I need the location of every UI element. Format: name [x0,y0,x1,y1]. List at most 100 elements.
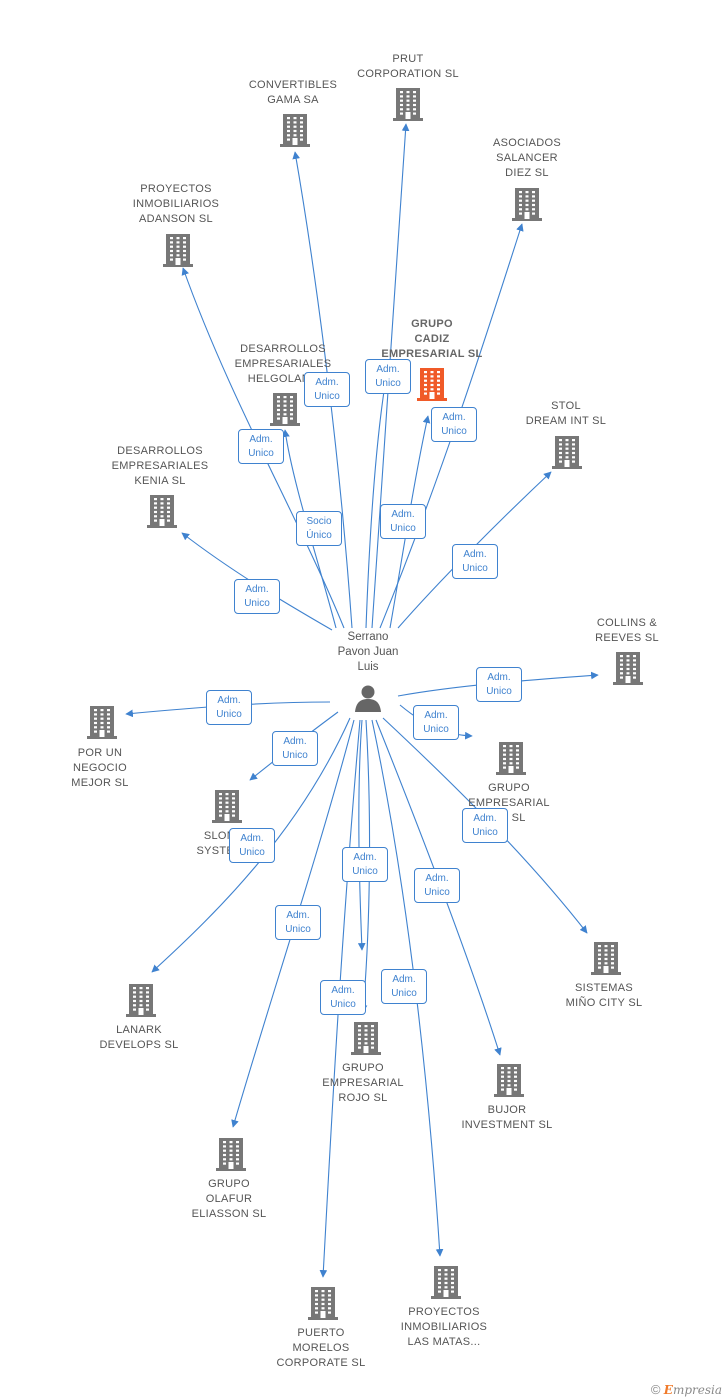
company-name-line: GRUPO [342,1062,384,1074]
relation-role-text: Adm. [376,364,400,375]
building-icon[interactable] [350,1020,382,1061]
company-name-line: SLOM [203,830,237,842]
relation-role-badge[interactable]: Adm.Unico [304,372,350,407]
relation-role-badge[interactable]: Adm.Unico [452,544,498,579]
building-icon[interactable] [430,1264,462,1305]
relation-role-text: Adm. [249,434,273,445]
company-name-line: CORPORATION SL [357,68,459,80]
relation-role-text: Adm. [442,412,466,423]
building-icon[interactable] [269,391,301,432]
company-label-olafur[interactable]: GRUPO OLAFUR ELIASSON SL [154,1177,304,1222]
relation-edge-grupo-cadiz [365,377,389,629]
company-name-line: PROYECTOS [140,183,212,195]
relation-role-text: Unico [314,391,340,402]
relation-role-text: Unico [423,724,449,735]
relation-role-text: Unico [472,827,498,838]
relation-role-badge[interactable]: Adm.Unico [275,905,321,940]
relation-role-text: Unico [239,847,265,858]
company-name-line: CORPORATE SL [276,1357,366,1369]
company-name-line: EMPRESARIALES [111,460,209,472]
company-name-line: MEJOR SL [71,777,129,789]
relation-role-badge[interactable]: Adm.Unico [476,667,522,702]
building-icon[interactable] [551,434,583,475]
relation-edge-lanark [151,717,351,973]
building-icon[interactable] [215,1136,247,1177]
building-icon[interactable] [511,186,543,227]
relation-edge-puerto-morelos [319,719,361,1278]
relation-role-text: Adm. [425,873,449,884]
relation-role-badge[interactable]: Adm.Unico [414,868,460,903]
building-icon[interactable] [279,112,311,153]
relation-role-text: Unico [244,598,270,609]
company-label-collins[interactable]: COLLINS &REEVES SL [552,616,702,646]
company-name-line: EMPRESARIAL SL [381,348,483,360]
company-name-line: PROYECTOS [408,1306,480,1318]
company-name-line: MORELOS [292,1342,350,1354]
relation-role-badge[interactable]: Adm.Unico [272,731,318,766]
relation-role-text: Unico [390,523,416,534]
relation-role-badge[interactable]: Adm.Unico [413,705,459,740]
relation-role-badge[interactable]: Adm.Unico [431,407,477,442]
building-icon[interactable] [211,788,243,829]
relation-role-badge[interactable]: Adm. Unico [462,808,508,843]
building-icon[interactable] [590,940,622,981]
relation-role-text: Unico [216,709,242,720]
relation-role-badge[interactable]: Adm.Unico [381,969,427,1004]
building-icon[interactable] [162,232,194,273]
relation-role-badge[interactable]: Adm.Unico [342,847,388,882]
building-icon[interactable] [392,86,424,127]
company-name-line: SALANCER [496,152,558,164]
building-icon[interactable] [125,982,157,1023]
person-name-line: Pavon Juan [337,646,399,658]
company-name-line: OLAFUR [205,1193,253,1205]
company-name-line: SISTEMAS [574,982,634,994]
company-name-line: CADIZ [414,333,450,345]
relation-role-text: Unico [391,988,417,999]
relation-edge-convertibles [292,151,353,629]
building-icon[interactable] [612,650,644,691]
relation-role-badge[interactable]: Adm.Unico [234,579,280,614]
relation-role-text: Unico [352,866,378,877]
company-name-line: ELIASSON SL [191,1208,267,1220]
relation-role-text: Unico [462,563,488,574]
relation-role-text: Único [306,530,332,541]
building-icon[interactable] [493,1062,525,1103]
building-icon[interactable] [307,1285,339,1326]
relation-role-badge[interactable]: Adm.Unico [206,690,252,725]
building-icon[interactable] [416,366,448,407]
company-name-line: EMPRESARIALES [234,358,332,370]
relation-role-text: Adm. [283,736,307,747]
relation-role-badge[interactable]: Adm.Unico [380,504,426,539]
person-icon[interactable] [353,683,383,718]
company-name-line: GRUPO [208,1178,250,1190]
relation-role-text: Adm. [473,813,497,824]
relation-role-badge[interactable]: Adm. Unico [229,828,275,863]
company-label-prut[interactable]: PRUT CORPORATION SL [333,52,483,82]
relation-role-badge[interactable]: Adm.Unico [320,980,366,1015]
building-icon[interactable] [86,704,118,745]
building-icon[interactable] [495,740,527,781]
building-icon[interactable] [146,493,178,534]
relation-role-badge[interactable]: Adm.Unico [365,359,411,394]
relation-role-text: Adm. [240,833,264,844]
company-name-line: GRUPO [488,782,530,794]
company-name-line: PRUT [392,53,424,65]
relation-role-badge[interactable]: Adm.Unico [238,429,284,464]
